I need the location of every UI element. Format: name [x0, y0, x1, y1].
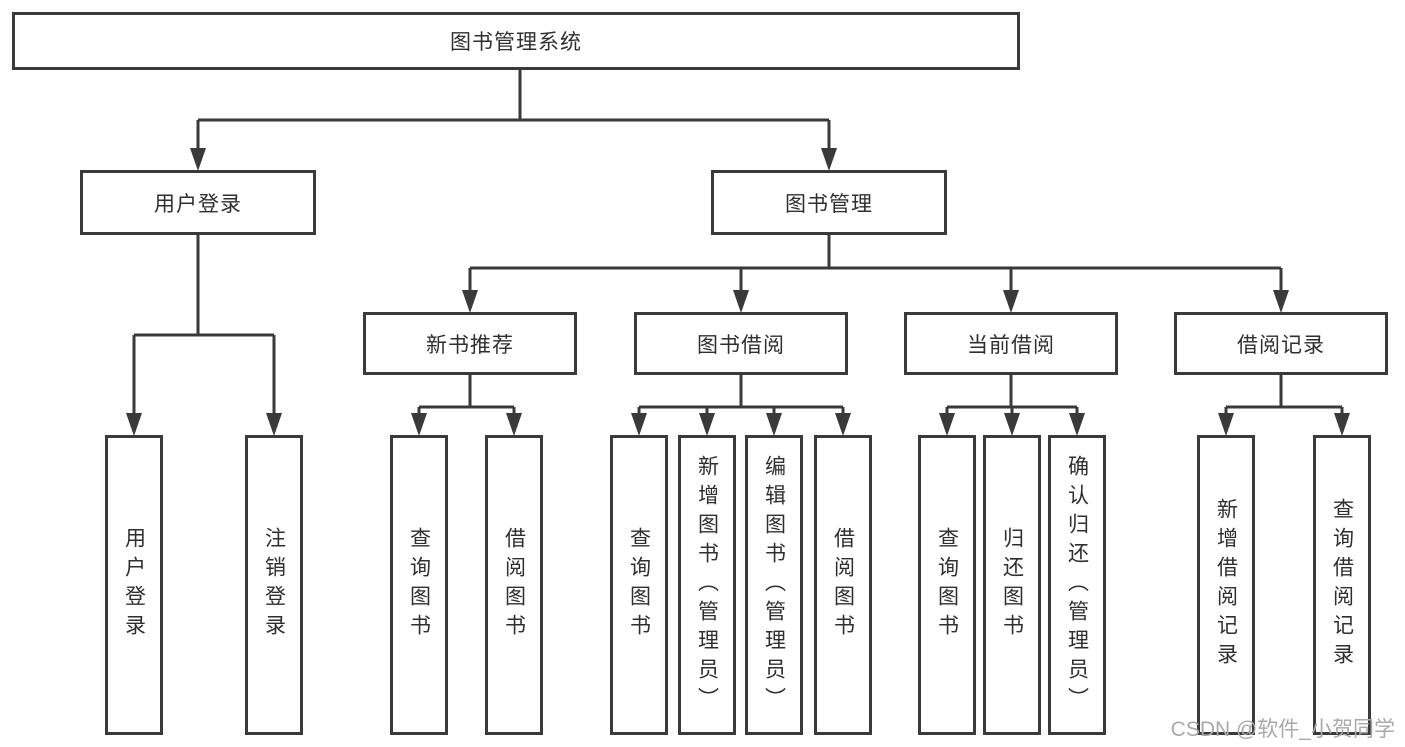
node-label: 用户登录	[154, 192, 242, 216]
leaf-borrow-book: 借阅图书	[814, 435, 872, 735]
node-label: 用户登录	[122, 527, 146, 643]
node-label: 查询图书	[627, 527, 651, 643]
node-borrow-record: 借阅记录	[1174, 312, 1388, 375]
leaf-borrow-book-recommend: 借阅图书	[485, 435, 543, 735]
node-label: 图书管理	[785, 192, 873, 216]
node-book-borrow: 图书借阅	[634, 312, 848, 375]
node-label: 注销登录	[262, 527, 286, 643]
leaf-add-borrow-record: 新增借阅记录	[1197, 435, 1255, 735]
node-label: 查询图书	[935, 527, 959, 643]
node-label: 借阅图书	[831, 527, 855, 643]
node-label: 查询借阅记录	[1330, 498, 1354, 672]
leaf-return-book: 归还图书	[983, 435, 1041, 735]
leaf-query-borrow-record: 查询借阅记录	[1313, 435, 1371, 735]
node-current-borrow: 当前借阅	[904, 312, 1118, 375]
node-label: 归还图书	[1000, 527, 1024, 643]
leaf-logout: 注销登录	[245, 435, 303, 735]
node-user-login-module: 用户登录	[80, 170, 316, 235]
node-label: 当前借阅	[967, 333, 1055, 357]
node-label: 新书推荐	[426, 333, 514, 357]
node-label: 借阅图书	[502, 527, 526, 643]
node-label: 查询图书	[407, 527, 431, 643]
node-label: 图书管理系统	[450, 31, 582, 54]
arrowhead-icons	[126, 148, 1350, 436]
node-library-management-system: 图书管理系统	[12, 12, 1020, 70]
leaf-query-book: 查询图书	[610, 435, 668, 735]
node-book-management-module: 图书管理	[711, 170, 947, 235]
node-label: 图书借阅	[697, 333, 785, 357]
leaf-confirm-return-admin: 确认归还（管理员）	[1048, 435, 1106, 735]
node-label: 新增借阅记录	[1214, 498, 1238, 672]
leaf-user-login: 用户登录	[105, 435, 163, 735]
node-new-book-recommend: 新书推荐	[363, 312, 577, 375]
leaf-add-book-admin: 新增图书（管理员）	[678, 435, 736, 735]
leaf-edit-book-admin: 编辑图书（管理员）	[745, 435, 803, 735]
leaf-query-book-recommend: 查询图书	[390, 435, 448, 735]
node-label: 借阅记录	[1237, 333, 1325, 357]
leaf-query-book-current: 查询图书	[918, 435, 976, 735]
node-label: 编辑图书（管理员）	[762, 454, 786, 716]
csdn-watermark: CSDN @软件_小贺同学	[1170, 718, 1395, 741]
node-label: 新增图书（管理员）	[695, 454, 719, 716]
node-label: 确认归还（管理员）	[1065, 454, 1089, 716]
